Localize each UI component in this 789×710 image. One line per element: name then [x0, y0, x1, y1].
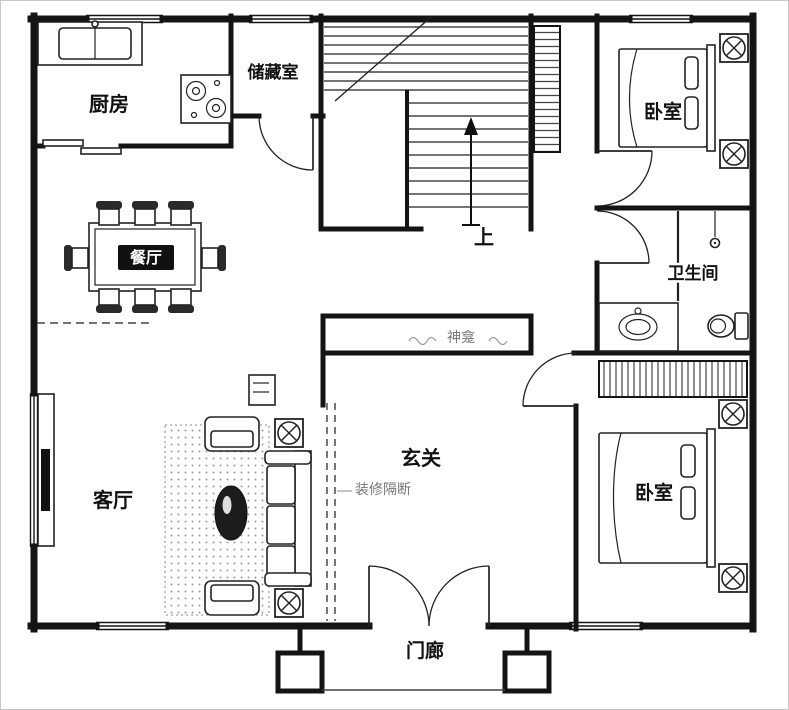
column-marker	[719, 139, 749, 169]
bedroom-bottom-label: 卧室	[635, 481, 673, 504]
living-left-window	[29, 393, 39, 547]
bed-bottom	[598, 428, 716, 568]
bedroom-bottom-furniture	[598, 360, 748, 593]
sofa	[264, 450, 312, 587]
bedroom-bottom-window	[569, 621, 643, 631]
kitchen-stove	[180, 74, 232, 124]
side-table-marker-top	[274, 418, 304, 448]
kitchen-label: 厨房	[89, 92, 129, 116]
side-table-marker-bottom	[274, 588, 304, 618]
shrine-niche	[320, 313, 534, 356]
stair-up-arrow	[462, 117, 480, 226]
windows	[29, 14, 693, 631]
porch-structure	[275, 650, 552, 694]
living-label: 客厅	[92, 488, 133, 512]
stairs-up-label: 上	[474, 226, 494, 249]
storage-door	[258, 115, 314, 171]
toilet	[707, 312, 749, 340]
bedroom-bottom-door	[522, 352, 577, 407]
dining-chair-left	[64, 245, 89, 271]
stair-break-line	[334, 16, 432, 102]
kitchen-fixtures	[37, 20, 232, 124]
coffee-table-highlight	[222, 496, 232, 514]
shower-head	[709, 211, 721, 249]
column-marker	[719, 33, 749, 63]
staircase	[324, 16, 561, 229]
armchair-top	[204, 416, 260, 452]
dining-chair-right	[201, 245, 226, 271]
dining-label: 餐厅	[129, 248, 162, 267]
armchair-bottom	[204, 580, 260, 616]
kitchen-sink	[58, 20, 132, 60]
doors	[258, 115, 653, 627]
column-marker	[718, 399, 748, 429]
entry-double-door	[368, 565, 490, 627]
coffee-table	[214, 485, 248, 541]
dining-set	[64, 201, 226, 313]
living-bottom-window	[96, 621, 169, 631]
wardrobe	[598, 360, 748, 398]
room-labels: 厨房 储藏室 卧室 餐厅 上 卫生间 神龛 玄关 装修隔断 客厅 卧室 门廊	[89, 62, 721, 662]
bathroom-fixtures	[598, 211, 749, 352]
vanity-sink	[598, 302, 679, 352]
outer-walls	[27, 12, 757, 633]
bathroom-label: 卫生间	[668, 263, 719, 283]
tv-cabinet	[37, 393, 55, 547]
kitchen-sliding-door	[42, 139, 122, 155]
bedroom-top-door	[596, 150, 653, 207]
bedroom-top-label: 卧室	[644, 100, 682, 123]
interior-walls	[31, 13, 756, 656]
partition-label: 装修隔断	[355, 481, 411, 497]
decorative-partition	[326, 403, 352, 621]
bedroom-top-window	[629, 14, 693, 24]
porch-column-right	[502, 650, 552, 694]
porch-label: 门廊	[406, 639, 444, 662]
porch-column-left	[275, 650, 325, 694]
bed-top	[618, 44, 716, 152]
dining-chairs-bottom	[96, 288, 194, 313]
bedroom-top-furniture	[618, 33, 749, 169]
storage-window	[249, 14, 313, 24]
flue-shaft	[533, 25, 561, 153]
column-marker	[718, 563, 748, 593]
shrine-decor	[408, 336, 508, 346]
storage-label: 储藏室	[248, 62, 299, 82]
tv	[41, 449, 50, 511]
dining-chairs-top	[96, 201, 194, 226]
living-room-furniture	[37, 374, 312, 618]
dining-label-box	[118, 245, 174, 270]
shrine-label: 神龛	[447, 329, 475, 345]
small-cabinet	[248, 374, 276, 406]
bathroom-door	[596, 210, 650, 264]
foyer-label: 玄关	[401, 446, 441, 470]
